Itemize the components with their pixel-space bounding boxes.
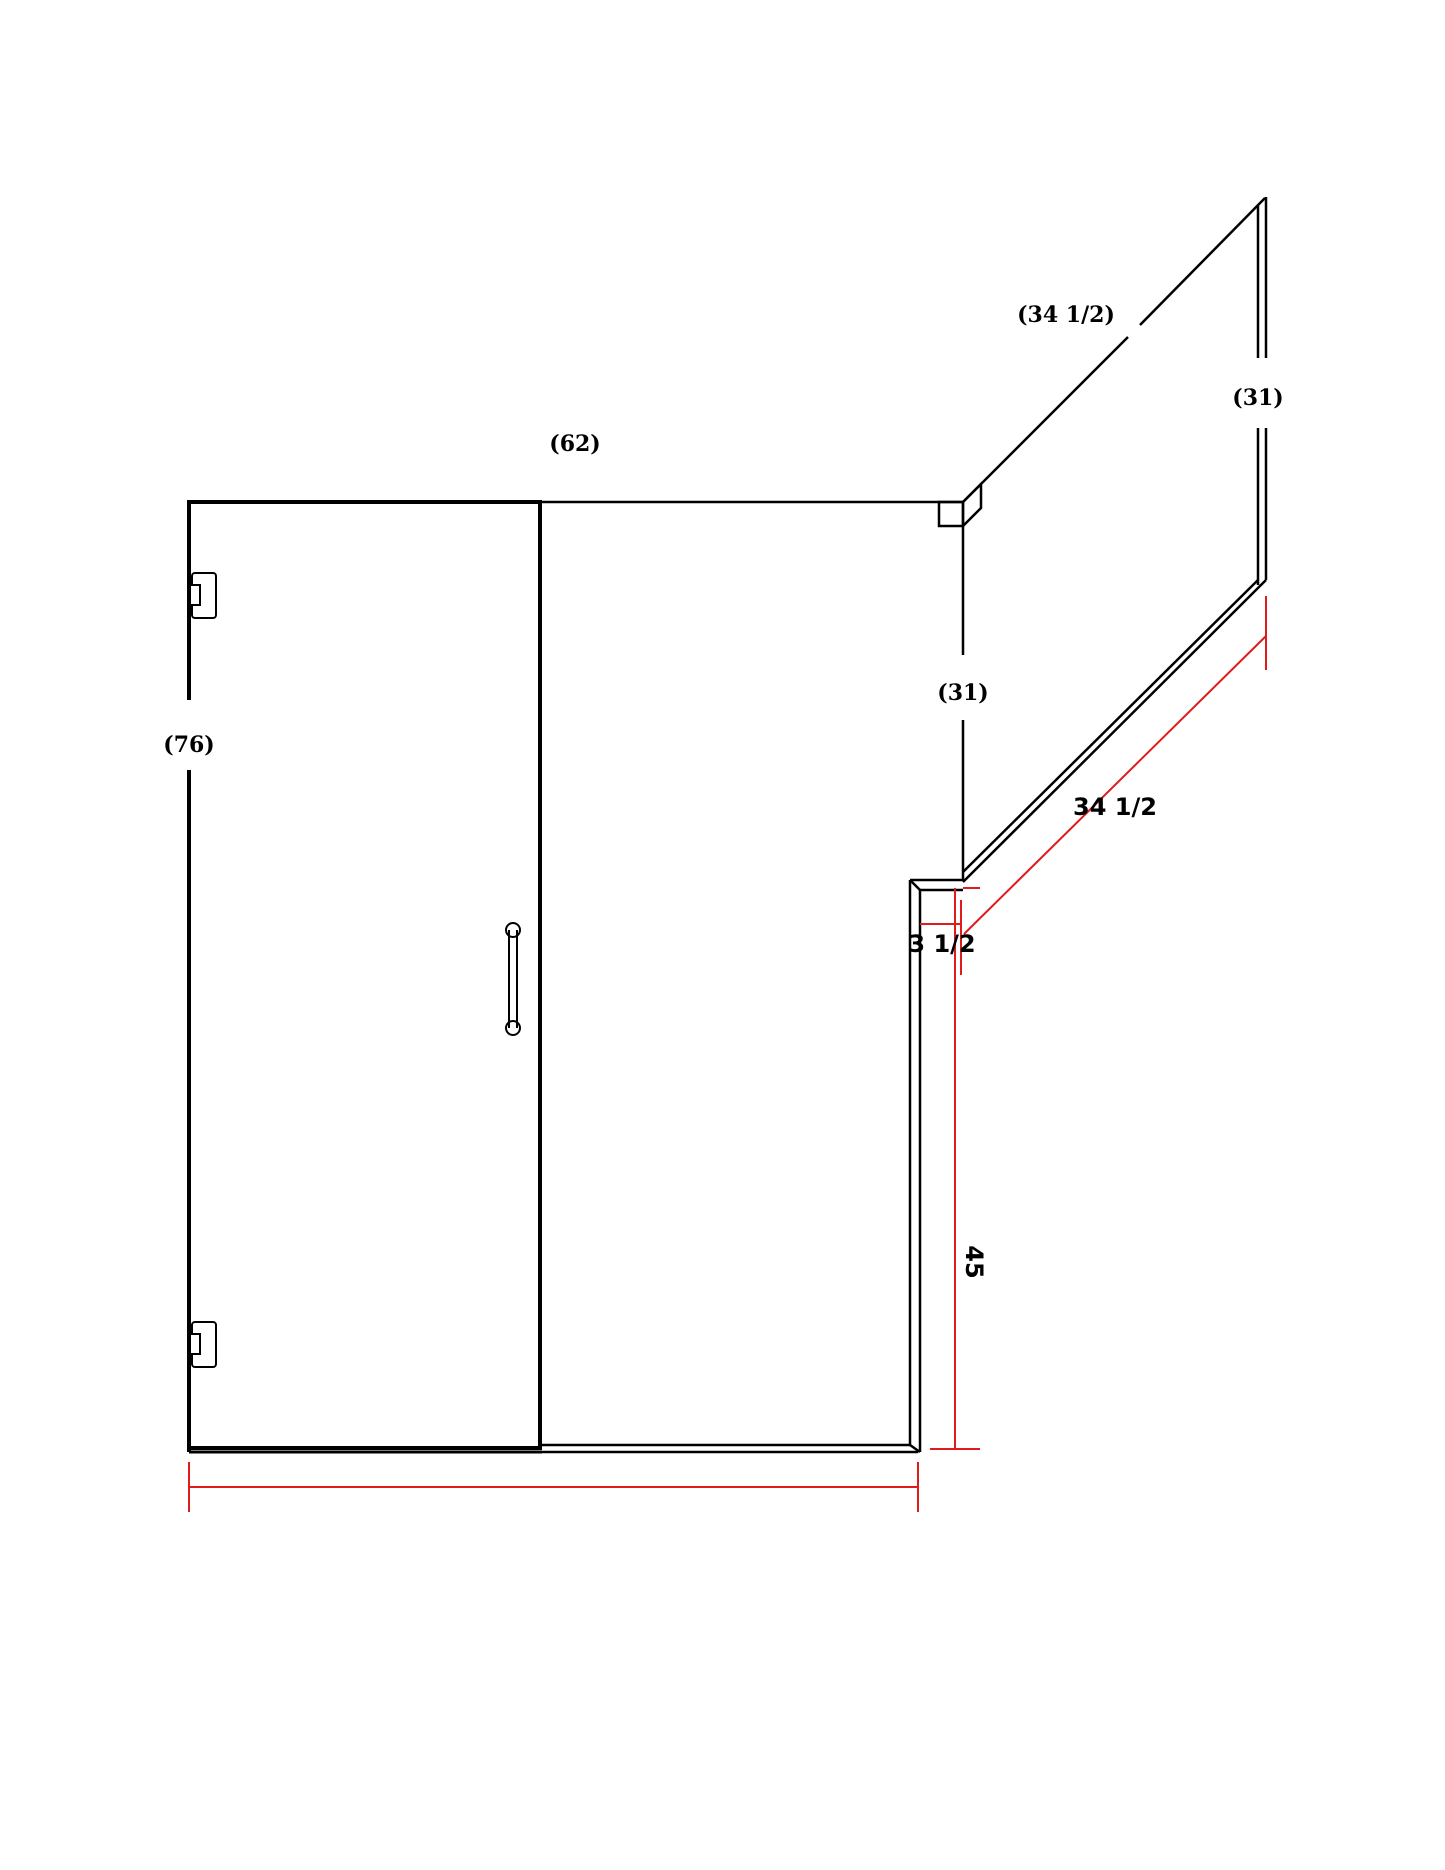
angled-top xyxy=(962,197,1266,503)
corner-post xyxy=(937,480,983,880)
label-door-height: (76) xyxy=(163,732,214,758)
label-gap xyxy=(180,700,200,770)
door-handle xyxy=(505,922,521,1036)
hinge-bottom xyxy=(189,1321,217,1368)
angled-panel-base xyxy=(962,579,1267,883)
angled-right-edge xyxy=(1256,197,1268,585)
hinge-top xyxy=(189,572,217,619)
label-return-offset: 3 1/2 xyxy=(908,930,975,958)
label-return-height: 45 xyxy=(960,1245,988,1278)
door-panel xyxy=(187,500,542,1454)
fixed-panel xyxy=(540,500,963,1454)
label-top-width: (62) xyxy=(549,431,600,457)
dimension-lines xyxy=(188,596,1267,1512)
label-angled-right-height: (31) xyxy=(1232,385,1283,411)
label-corner-height: (31) xyxy=(937,680,988,706)
label-angled-top: (34 1/2) xyxy=(1017,302,1115,328)
label-angled-panel: 34 1/2 xyxy=(1073,793,1157,821)
knee-wall xyxy=(908,878,963,1454)
